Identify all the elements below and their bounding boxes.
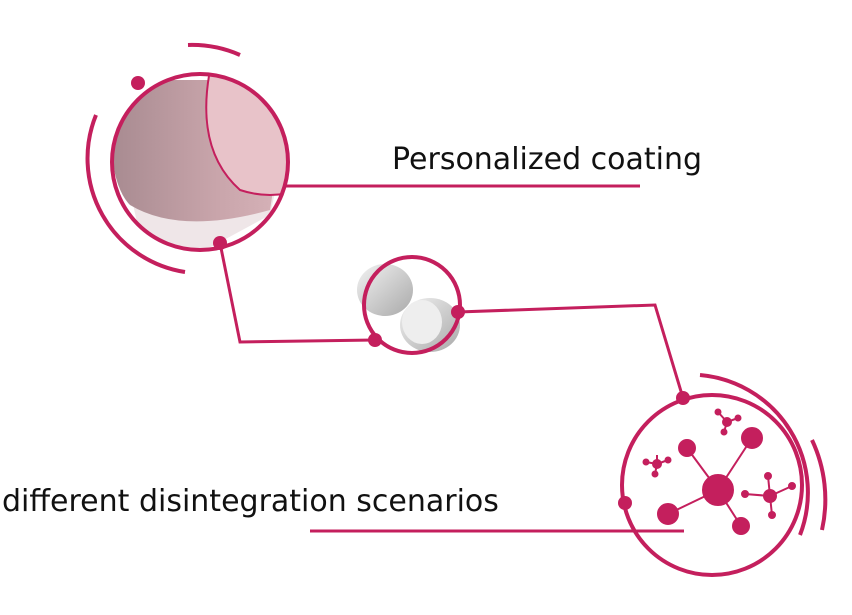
coating-circle <box>110 72 290 252</box>
coating-illustration <box>85 42 290 274</box>
disintegration-circle <box>620 393 804 577</box>
node-dot <box>676 391 690 405</box>
disintegration-label: different disintegration scenarios <box>2 484 499 519</box>
connector-lines <box>218 184 685 533</box>
disintegration-illustration <box>618 373 828 577</box>
molecule-cluster <box>642 408 796 535</box>
disintegration-arc <box>699 373 810 536</box>
node-dot <box>131 76 145 90</box>
coating-arc-top <box>187 42 241 57</box>
node-dot <box>451 305 465 319</box>
node-dot <box>368 333 382 347</box>
connector-coating-tablet <box>218 242 376 344</box>
node-dot <box>213 236 227 250</box>
node-dot <box>618 496 632 510</box>
connector-tablet-disintegration <box>457 303 685 399</box>
coating-arc-left <box>85 114 186 274</box>
tablet-illustration <box>357 255 465 355</box>
coating-label: Personalized coating <box>392 142 703 177</box>
tablet-circle <box>362 255 462 355</box>
